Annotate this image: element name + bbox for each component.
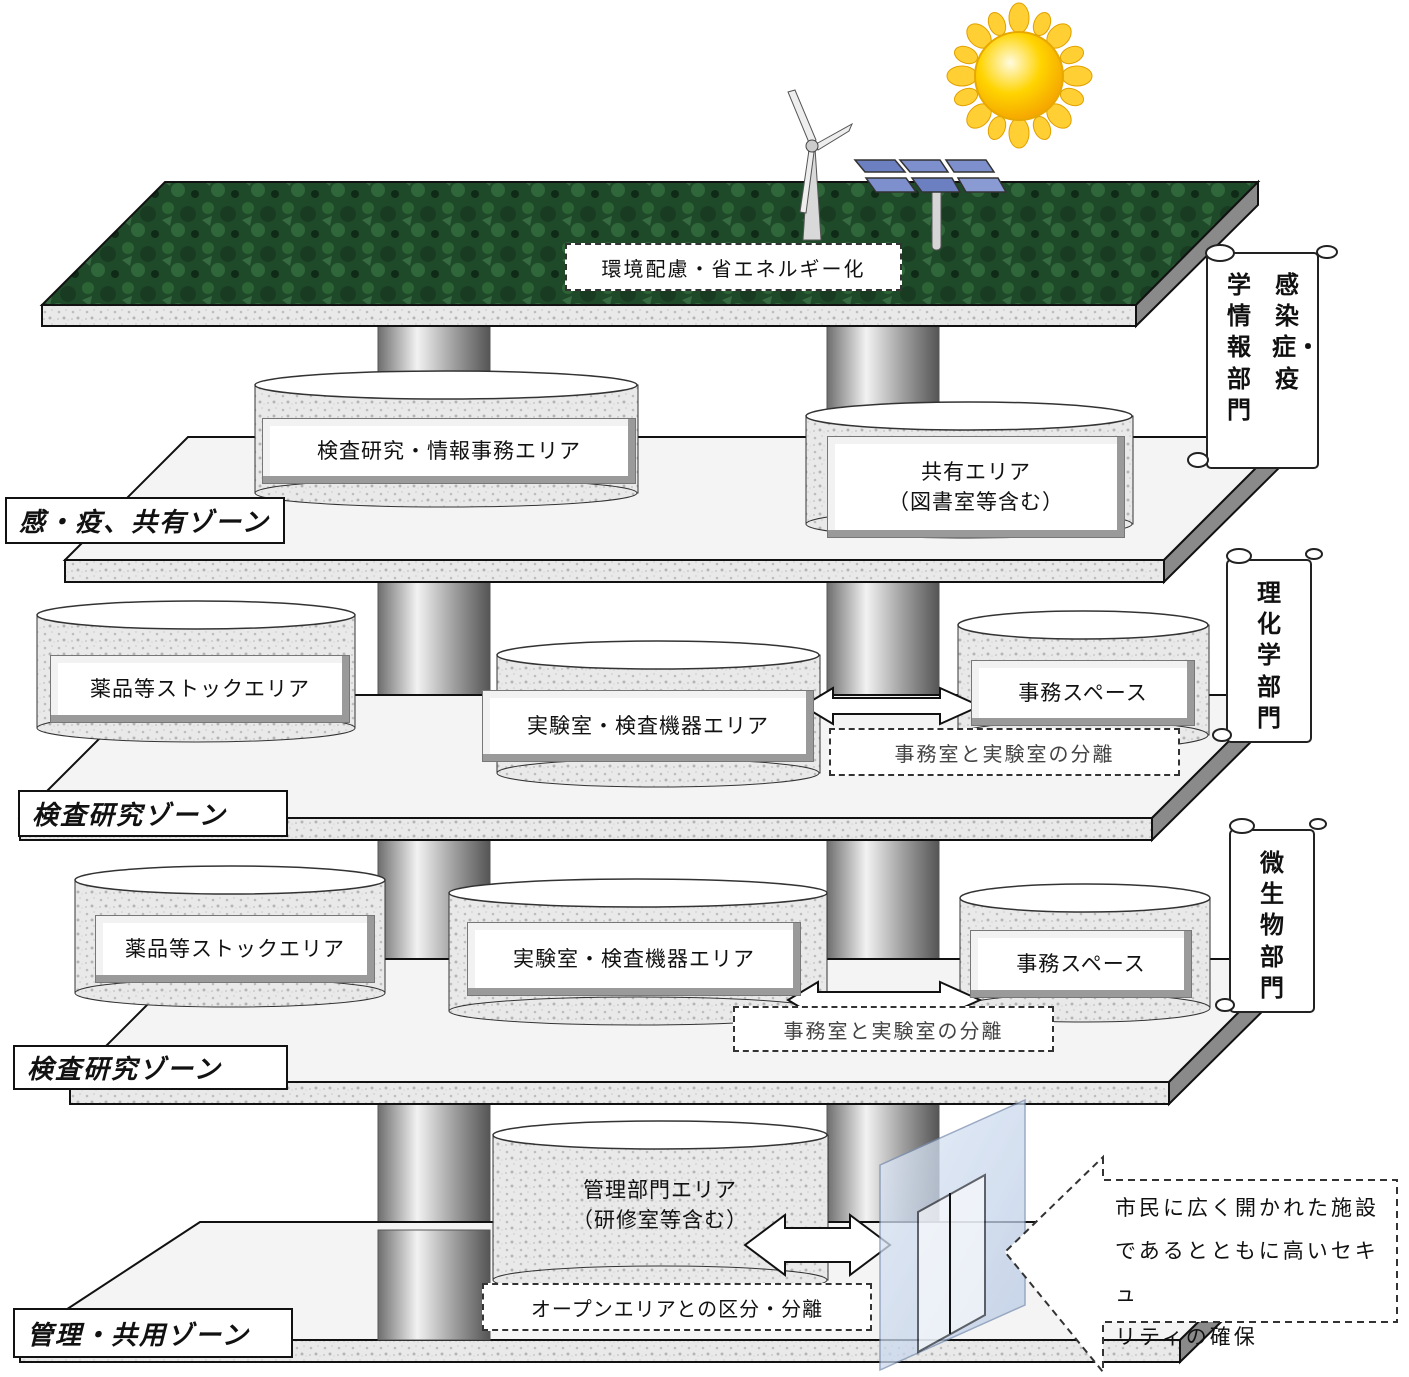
floor3-area-left: 薬品等ストックエリア	[50, 655, 350, 723]
floor1-separation-note: オープンエリアとの区分・分離	[482, 1283, 872, 1331]
security-callout: 市民に広く開かれた施設 であるとともに高いセキュ リティの確保	[1115, 1187, 1395, 1359]
floor4-area-right-line2: （図書室等含む）	[888, 490, 1064, 514]
floor3-area-right: 事務スペース	[971, 660, 1195, 726]
floor4-area-right: 共有エリア （図書室等含む）	[827, 436, 1125, 538]
floor4-area-right-line1: 共有エリア	[921, 459, 1031, 484]
floor2-area-left: 薬品等ストックエリア	[95, 915, 375, 983]
floor1-zone-label: 管理・共用ゾーン	[13, 1308, 293, 1358]
floor4-area-left: 検査研究・情報事務エリア	[262, 418, 636, 484]
floor3-department-text: 理化学部門	[1257, 579, 1281, 732]
floor1-cylinder	[492, 1120, 829, 1295]
floor3-department: 理化学部門	[1233, 570, 1305, 738]
floor2-zone-label: 検査研究ゾーン	[13, 1045, 288, 1090]
floor2-department-text: 微生物部門	[1260, 849, 1284, 1002]
floor1-area-line2: （研修室等含む）	[572, 1208, 748, 1232]
floor1-area: 管理部門エリア （研修室等含む）	[540, 1168, 780, 1242]
floor4-zone-label: 感・疫、共有ゾーン	[5, 497, 285, 544]
floor1-area-line1: 管理部門エリア	[583, 1177, 737, 1202]
floor3-zone-label: 検査研究ゾーン	[18, 790, 288, 837]
floor4-department-column: 感染症・疫	[1272, 271, 1320, 393]
floor2-separation-note: 事務室と実験室の分離	[733, 1006, 1054, 1052]
solar-panel-icon	[853, 159, 1008, 251]
pillar-lower-left	[377, 1229, 491, 1341]
sun-icon	[946, 2, 1093, 149]
security-callout-line3: リティの確保	[1115, 1325, 1258, 1350]
security-callout-line1: 市民に広く開かれた施設	[1115, 1196, 1379, 1220]
roof-label: 環境配慮・省エネルギー化	[565, 243, 902, 291]
wind-turbine-icon	[787, 89, 854, 241]
floor4-department: 感染症・疫学情報部門	[1214, 262, 1320, 462]
security-callout-shape	[1003, 1154, 1398, 1375]
floor4-department-column: 学情報部門	[1227, 271, 1251, 424]
security-callout-line2: であるとともに高いセキュ	[1115, 1239, 1379, 1307]
floor3-separation-note: 事務室と実験室の分離	[829, 728, 1180, 776]
floor3-area-center: 実験室・検査機器エリア	[482, 690, 814, 762]
floor2-department: 微生物部門	[1236, 840, 1308, 1008]
floor2-area-right: 事務スペース	[970, 930, 1192, 998]
floor2-area-center: 実験室・検査機器エリア	[467, 922, 801, 996]
security-gate-icon	[879, 1098, 1026, 1372]
floor4-department-text: 感染症・疫学情報部門	[1224, 270, 1320, 426]
